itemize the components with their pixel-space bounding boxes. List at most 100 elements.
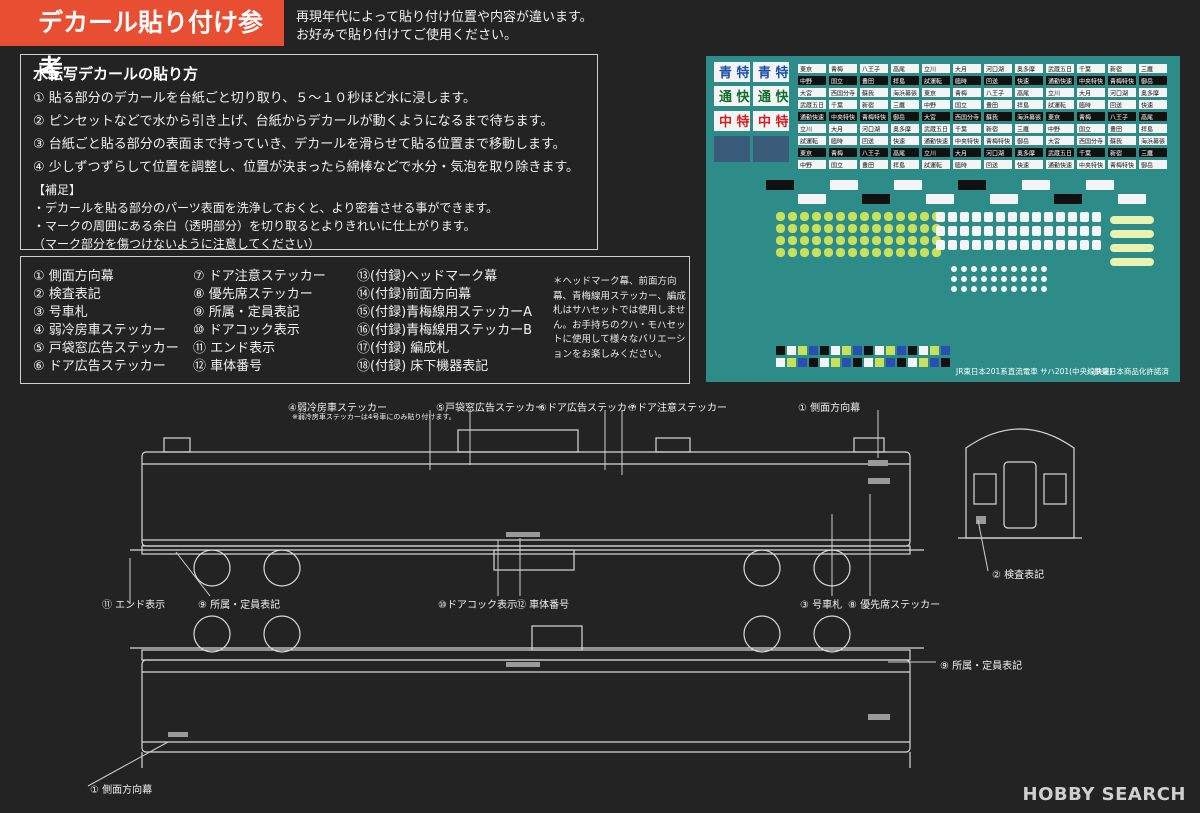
destination-label: 新宿	[986, 126, 998, 134]
note-2: ・マークの周囲にある余白（透明部分）を切り取るとよりきれいに仕上がります。	[33, 219, 476, 233]
destination-label: 快速	[1017, 162, 1029, 170]
destination-label: 通勤快速	[1048, 78, 1072, 86]
legend-item: ⑫ 車体番号	[193, 359, 263, 374]
destination-label: 臨時	[955, 162, 967, 170]
destination-label: 快速	[1017, 78, 1029, 86]
destination-label: 武蔵五日	[1048, 66, 1072, 74]
decal-sheet-image: 青 特 青 特 通 快 通 快 中 特 中 特 東京青梅八王子高尾立川大月河口湖…	[706, 56, 1180, 382]
destination-label: 河口湖	[986, 150, 1004, 158]
legend-item: ⑧ 優先席ステッカー	[193, 287, 313, 302]
method-box: 水転写デカールの貼り方 ① 貼る部分のデカールを台紙ごと切り取り、５～１０秒ほど…	[20, 54, 598, 251]
callout-4-sub: ※弱冷房車ステッカーは4号車にのみ貼り付けます。	[292, 413, 456, 421]
callout-11: ⑪ エンド表示	[102, 600, 166, 611]
decal-sheet-svg: 青 特 青 特 通 快 通 快 中 特 中 特 東京青梅八王子高尾立川大月河口湖…	[714, 62, 1169, 376]
legend-item: ⑯(付録)青梅線用ステッカーB	[357, 323, 533, 338]
destination-label: 三鷹	[1141, 150, 1153, 158]
destination-label: 武蔵五日	[1048, 150, 1072, 158]
callout-10: ⑩ドアコック表示	[438, 600, 517, 611]
destination-label: 拝島	[1017, 102, 1029, 110]
destination-label: 高尾	[1141, 114, 1153, 122]
destination-label: 拝島	[893, 78, 905, 86]
legend-item: ⑭(付録)前面方向幕	[357, 287, 472, 302]
destination-label: 中野	[800, 78, 812, 86]
legend-item: ① 側面方向幕	[33, 269, 114, 284]
destination-label: 青梅特快	[1110, 162, 1134, 170]
destination-label: 国立	[831, 162, 843, 170]
destination-label: 海浜幕張	[1141, 138, 1165, 146]
legend-item: ⑥ ドア広告ステッカー	[33, 359, 166, 374]
destination-label: 河口湖	[862, 126, 880, 134]
destination-label: 八王子	[986, 91, 1004, 98]
note-3: （マーク部分を傷つけないように注意してください）	[33, 237, 321, 251]
note-heading: 【補足】	[33, 183, 82, 197]
legend-note: ＊ヘッドマーク幕、前面方向幕、青梅線用ステッカー、編成札はサハセットでは使用しま…	[553, 276, 686, 360]
destination-label: 快速	[1141, 102, 1153, 110]
method-step-1: ① 貼る部分のデカールを台紙ごと切り取り、５～１０秒ほど水に浸します。	[33, 91, 476, 106]
destination-label: 八王子	[1110, 115, 1128, 122]
destination-label: 大宮	[800, 90, 812, 98]
destination-label: 御岳	[1017, 138, 1029, 146]
end-view-body	[965, 428, 1075, 539]
destination-label: 新宿	[1110, 150, 1122, 158]
destination-label: 三鷹	[1017, 126, 1029, 134]
legend-item: ⑨ 所属・定員表記	[193, 305, 300, 320]
destination-label: 豊田	[862, 162, 874, 170]
method-step-3: ③ 台紙ごと貼る部分の表面まで持っていき、デカールを滑らせて貼る位置まで移動しま…	[33, 137, 566, 152]
destination-label: 青梅特快	[986, 138, 1010, 146]
destination-label: 中央特快	[1079, 162, 1103, 170]
destination-label: 御岳	[893, 114, 905, 122]
destination-label: 東京	[924, 90, 936, 98]
destination-label: 快速	[893, 138, 905, 146]
destination-label: 回送	[862, 138, 874, 146]
legend-box: ① 側面方向幕 ② 検査表記 ③ 号車札 ④ 弱冷房車ステッカー ⑤ 戸袋窓広告…	[20, 256, 690, 384]
destination-label: 試運転	[924, 78, 942, 86]
destination-label: 三鷹	[1141, 66, 1153, 74]
callout-9b: ⑨ 所属・定員表記	[940, 661, 1023, 672]
destination-label: 海浜幕張	[893, 90, 917, 98]
destination-label: 青梅特快	[1110, 78, 1134, 86]
destination-label: 八王子	[862, 67, 880, 74]
destination-label: 蘇我	[986, 114, 998, 122]
destination-label: 通勤快速	[800, 114, 824, 122]
legend-item: ⑱(付録) 床下機器表記	[357, 359, 489, 374]
misc-markings	[766, 180, 1154, 367]
destination-grid: 東京青梅八王子高尾立川大月河口湖奥多摩武蔵五日千葉新宿三鷹中野国立豊田拝島試運転…	[798, 64, 1167, 170]
sheet-footer-right: JR東日本商品化許諾済	[1093, 366, 1169, 376]
destination-label: 千葉	[831, 102, 843, 110]
destination-label: 立川	[924, 66, 936, 74]
destination-label: 青梅	[955, 90, 967, 98]
destination-label: 大月	[1079, 90, 1091, 98]
destination-label: 中野	[800, 162, 812, 170]
destination-label: 三鷹	[893, 102, 905, 110]
destination-label: 青梅特快	[862, 114, 886, 122]
callout-1: ① 側面方向幕	[798, 403, 861, 414]
legend-item: ⑤ 戸袋窓広告ステッカー	[33, 341, 179, 356]
method-step-2: ② ピンセットなどで水から引き上げ、台紙からデカールが動くようになるまで待ちます…	[33, 114, 554, 129]
destination-label: 青梅	[831, 150, 843, 158]
destination-label: 試運転	[800, 138, 818, 146]
destination-label: 立川	[800, 126, 812, 134]
destination-label: 大月	[955, 150, 967, 158]
destination-label: 御岳	[1141, 162, 1153, 170]
destination-label: 中央特快	[1079, 78, 1103, 86]
legend-item: ② 検査表記	[33, 287, 101, 302]
callout-12: ⑫ 車体番号	[516, 600, 570, 611]
legend-item: ⑰(付録) 編成札	[357, 341, 450, 356]
destination-label: 八王子	[862, 151, 880, 158]
destination-label: 拝島	[1141, 126, 1153, 134]
destination-label: 豊田	[1110, 126, 1122, 134]
method-step-4: ④ 少しずつずらして位置を調整し、位置が決まったら綿棒などで水分・気泡を取り除き…	[33, 160, 580, 175]
destination-label: 中野	[1048, 126, 1060, 134]
destination-label: 武蔵五日	[924, 126, 948, 134]
destination-label: 新宿	[1110, 66, 1122, 74]
destination-label: 大月	[831, 126, 843, 134]
big-label: 青 特	[758, 65, 789, 81]
destination-label: 大月	[955, 66, 967, 74]
destination-label: 中野	[924, 102, 936, 110]
page-title: デカール貼り付け参考	[0, 0, 284, 83]
callout-8: ⑧ 優先席ステッカー	[848, 600, 941, 611]
sheet-footer-left: JR東日本201系直流電車 サハ201(中央線快速)	[955, 366, 1113, 376]
destination-label: 豊田	[986, 102, 998, 110]
destination-label: 拝島	[893, 162, 905, 170]
callout-3: ③ 号車札	[800, 600, 843, 611]
